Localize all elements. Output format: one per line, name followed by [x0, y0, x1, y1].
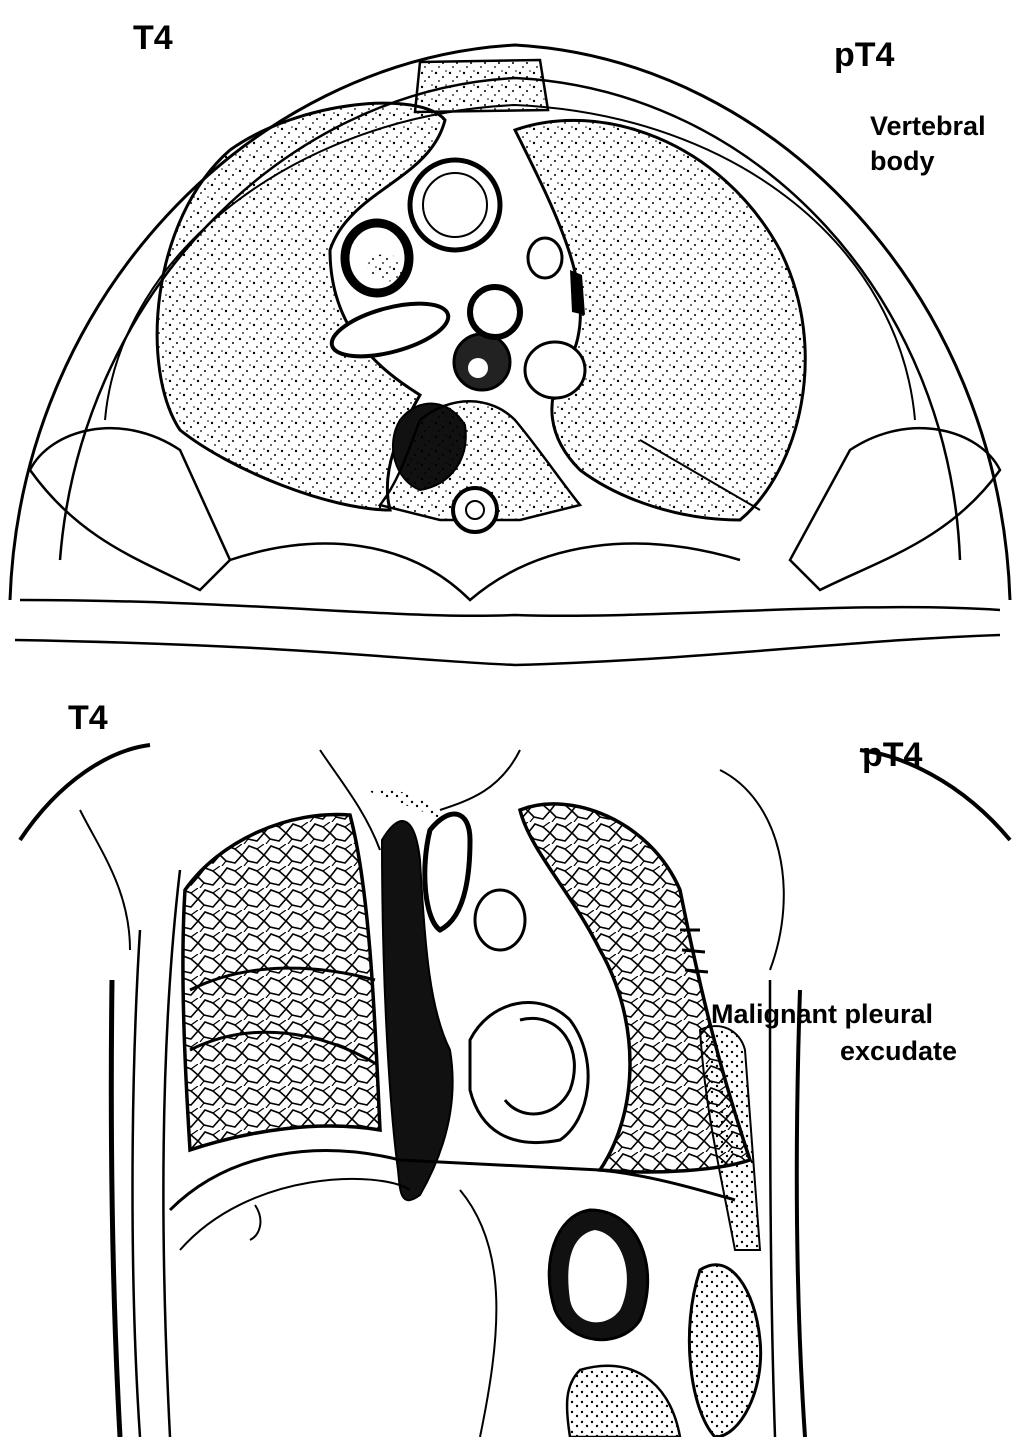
pulmonary-artery [329, 301, 451, 359]
back-muscles [229, 542, 741, 602]
coronal-drawing [18, 743, 1012, 1437]
bottom-stage-label: T4 [68, 699, 108, 737]
top-path-stage-label: pT4 [834, 36, 895, 74]
bottom-path-stage-label: pT4 [862, 736, 923, 774]
spinal-cord [451, 486, 499, 534]
axial-section-panel: T4 pT4 Vertebral body [0, 0, 1032, 680]
right-scapula [28, 427, 232, 592]
right-chest-wall [108, 979, 123, 1437]
aorta [407, 157, 503, 253]
top-annotation-line-2: body [870, 146, 935, 176]
mediastinal-tumour [380, 820, 454, 1202]
top-stage-label: T4 [133, 19, 173, 57]
coronal-section-panel: T4 pT4 Malignant pleural excudate [0, 690, 1032, 1437]
vertebral-body [377, 400, 583, 522]
spleen [687, 1263, 763, 1437]
right-lung [155, 101, 447, 512]
axial-ct-drawing [8, 43, 1012, 667]
left-chest-wall [794, 989, 807, 1437]
left-scapula [788, 427, 1002, 592]
top-annotation-line-1: Vertebral [870, 111, 986, 141]
pleural-effusion [698, 1025, 762, 1251]
heart [468, 1001, 590, 1145]
left-lung [512, 118, 807, 522]
diaphragm [168, 1149, 736, 1212]
bottom-annotation-line-1: Malignant pleural [711, 999, 934, 1029]
body-outline [8, 43, 1012, 601]
sternum [413, 58, 550, 114]
bottom-annotation-line-2: excudate [840, 1036, 958, 1066]
right-lung-coronal [181, 812, 382, 1153]
aortic-arch [422, 811, 473, 933]
left-lung-coronal [517, 802, 753, 1174]
